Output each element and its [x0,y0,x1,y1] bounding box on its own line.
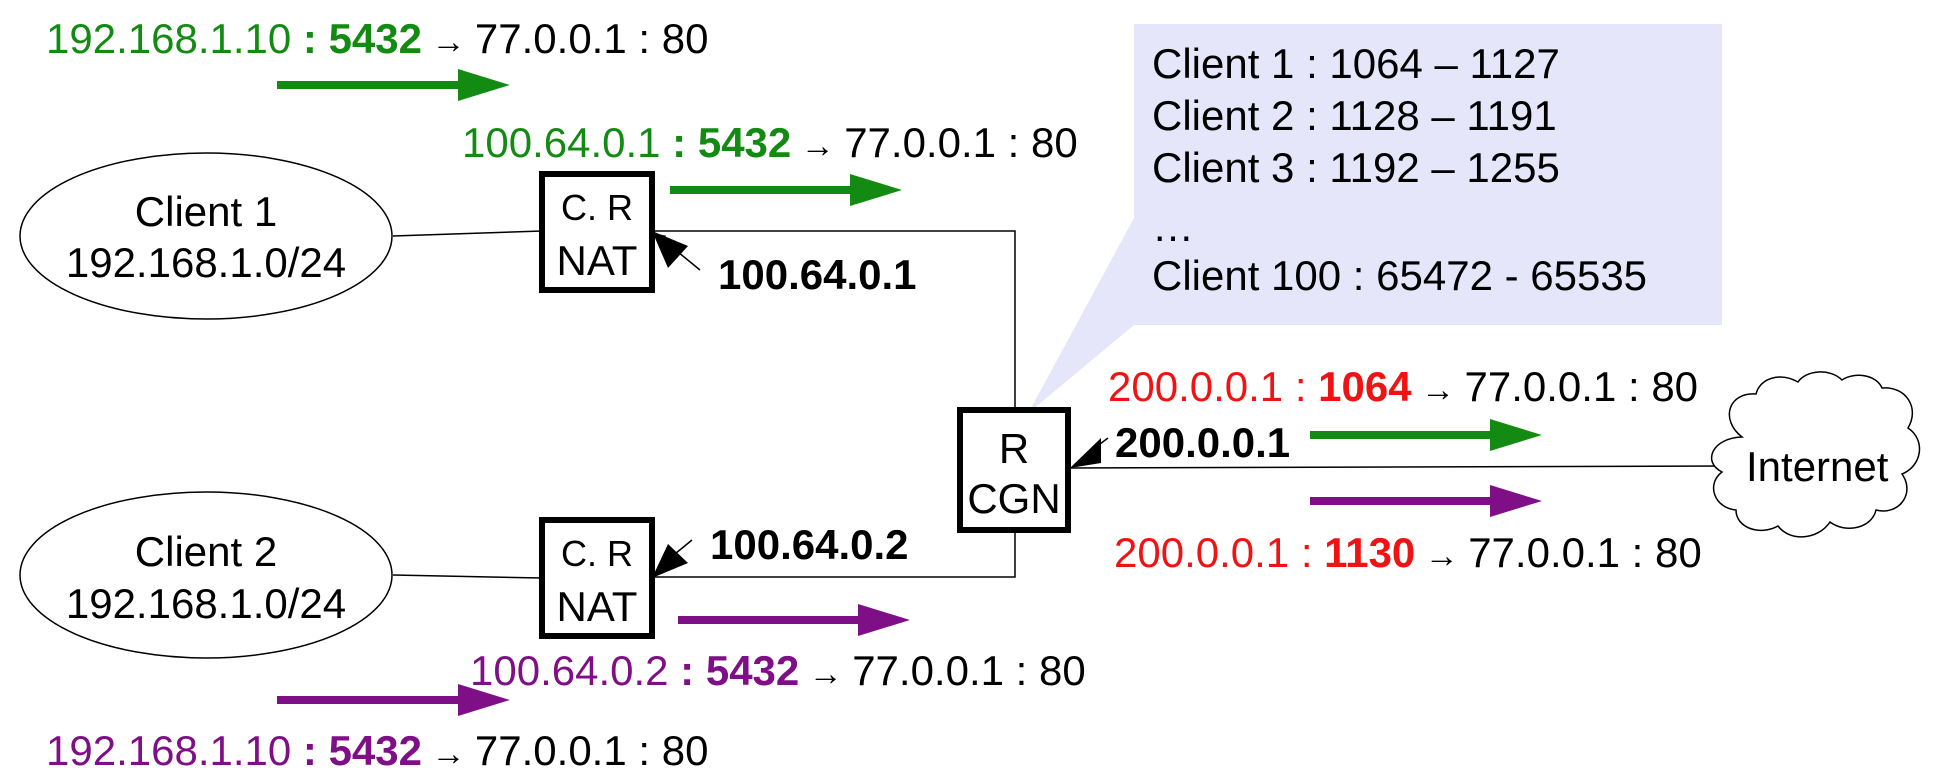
flow-green-2-src: 100.64.0.1 [462,119,661,166]
flow-red-1-arrow: → [1411,371,1465,409]
flow-arrow-green-1 [277,69,510,101]
flow-red-1-src: 200.0.0.1 : [1108,363,1319,410]
callout-line-3: Client 3 : 1192 – 1255 [1152,144,1560,191]
link-nat2-cgn [652,530,1016,578]
callout-pointer [1030,218,1134,410]
nat2-label-bottom: NAT [556,583,638,630]
nat2-ip-pointer [669,539,693,559]
link-cgn-internet [1065,465,1726,469]
flow-arrow-purple-3 [1310,485,1542,517]
link-client2-nat2 [392,574,543,579]
flow-green-2-sep: : [660,119,698,166]
cgn-box [957,407,1071,533]
callout-line-2: Client 2 : 1128 – 1191 [1152,92,1557,139]
cgn-ip-pointer-head [1070,438,1101,468]
flow-red-2-label: 200.0.0.1 : 1130 → 77.0.0.1 : 80 [1114,532,1702,574]
flow-green-1-arrow: → [422,23,475,61]
flow-green-1-label: 192.168.1.10 : 5432 → 77.0.0.1 : 80 [46,18,708,60]
client2-ellipse [19,491,393,659]
flow-purple-1-dst: 77.0.0.1 : 80 [474,727,709,774]
callout-line-4: … [1152,203,1194,250]
flow-arrow-purple-2 [678,604,910,636]
flow-green-1-dst: 77.0.0.1 : 80 [474,15,709,62]
flow-red-2-dst: 77.0.0.1 : 80 [1468,529,1702,576]
flow-purple-1-arrow: → [422,735,475,773]
flow-arrow-purple-1 [277,684,510,716]
flow-purple-1-port: 5432 [328,727,422,774]
flow-red-1-dst: 77.0.0.1 : 80 [1464,363,1699,410]
flow-purple-1-sep: : [291,727,329,774]
flow-purple-2-port: 5432 [705,647,800,694]
flow-green-2-arrow: → [791,127,845,165]
link-nat1-cgn [652,230,1016,410]
flow-purple-1-label: 192.168.1.10 : 5432 → 77.0.0.1 : 80 [46,730,708,772]
flow-red-2-arrow: → [1415,537,1469,575]
client2-name: Client 2 [134,528,278,575]
nat1-box [539,171,655,293]
flow-green-2-dst: 77.0.0.1 : 80 [844,119,1078,166]
nat2-ip: 100.64.0.2 [710,521,909,568]
flow-green-2-label: 100.64.0.1 : 5432 → 77.0.0.1 : 80 [462,122,1078,164]
flow-green-1-sep: : [291,15,329,62]
internet-label: Internet [1746,443,1889,490]
flow-red-1-port: 1064 [1318,363,1412,410]
flow-purple-2-label: 100.64.0.2 : 5432 → 77.0.0.1 : 80 [470,650,1086,692]
callout-line-5: Client 100 : 65472 - 65535 [1152,252,1648,299]
callout-line-1: Client 1 : 1064 – 1127 [1152,40,1560,87]
nat2-label-top: C. R [561,533,633,574]
flow-purple-2-sep: : [668,647,706,694]
flow-arrow-green-3 [1310,419,1542,451]
flow-red-1-label: 200.0.0.1 : 1064 → 77.0.0.1 : 80 [1108,366,1698,408]
flow-red-2-src: 200.0.0.1 : [1114,529,1325,576]
nat2-ip-pointer-head [652,544,688,578]
internet-cloud [1710,371,1921,538]
flow-purple-2-src: 100.64.0.2 [470,647,669,694]
cgn-label-bottom: CGN [967,475,1061,522]
client1-ellipse [19,152,393,320]
nat1-label-bottom: NAT [556,237,638,284]
flow-green-1-port: 5432 [328,15,422,62]
callout-box [1032,24,1722,410]
nat1-label-top: C. R [561,187,633,228]
client2-subnet: 192.168.1.0/24 [65,580,347,627]
flow-green-1-src: 192.168.1.10 [46,15,292,62]
flow-purple-2-dst: 77.0.0.1 : 80 [852,647,1086,694]
cgn-label-top: R [998,425,1030,472]
nat1-ip: 100.64.0.1 [718,251,917,298]
flow-purple-2-arrow: → [799,655,853,693]
client1-name: Client 1 [134,188,278,235]
cgn-ip-pointer [1091,437,1109,451]
flow-purple-1-src: 192.168.1.10 [46,727,292,774]
client1-subnet: 192.168.1.0/24 [65,239,347,286]
flow-green-2-port: 5432 [697,119,792,166]
link-client1-nat1 [392,230,543,237]
flow-arrow-green-2 [670,174,902,206]
nat1-ip-pointer-head [652,231,688,268]
cgn-ip: 200.0.0.1 [1115,419,1291,466]
flow-red-2-port: 1130 [1324,529,1416,576]
